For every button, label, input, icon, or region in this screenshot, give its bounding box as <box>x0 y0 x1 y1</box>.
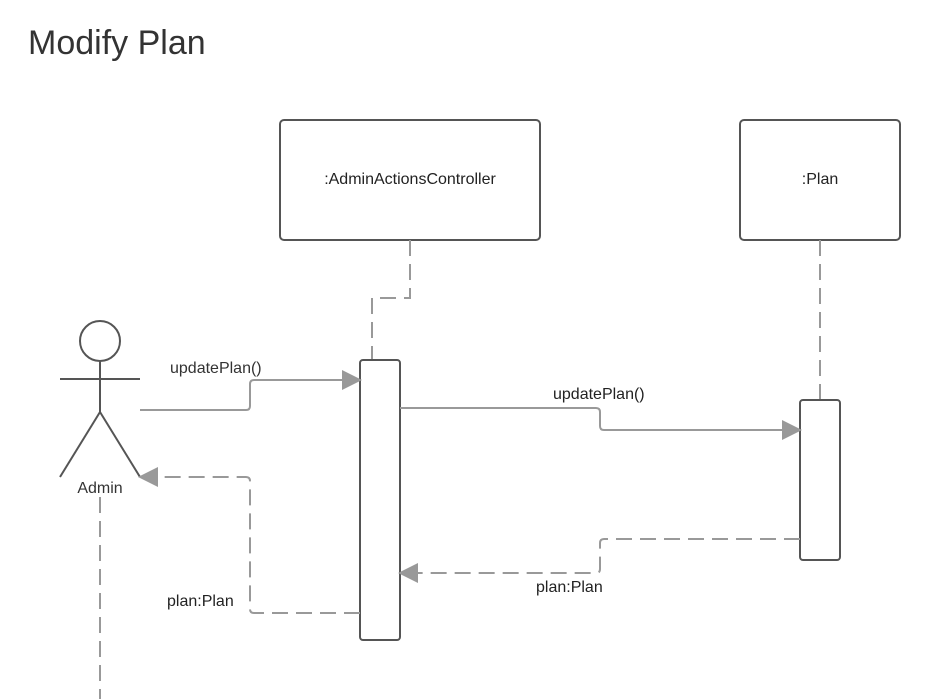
return-plan-to-controller-label: plan:Plan <box>536 579 603 596</box>
actor-left-leg <box>59 411 101 478</box>
plan-activation-bar[interactable] <box>799 399 841 561</box>
message-controller-to-plan[interactable] <box>400 407 802 440</box>
actor-head <box>79 320 121 362</box>
page-title: Modify Plan <box>28 24 206 62</box>
admin-actor[interactable] <box>59 320 141 478</box>
plan-object[interactable]: :Plan <box>739 119 901 241</box>
message-admin-to-controller[interactable] <box>140 370 362 411</box>
return-controller-to-admin-label: plan:Plan <box>167 593 234 610</box>
controller-lifeline <box>371 240 411 360</box>
return-plan-to-controller[interactable] <box>398 538 800 583</box>
actor-name: Admin <box>77 480 122 497</box>
controller-object[interactable]: :AdminActionsController <box>279 119 541 241</box>
plan-object-label: :Plan <box>802 171 838 188</box>
message-admin-to-controller-label: updatePlan() <box>170 360 262 377</box>
controller-activation-bar[interactable] <box>359 359 401 641</box>
message-controller-to-plan-label: updatePlan() <box>553 386 645 403</box>
actor-right-leg <box>99 411 141 478</box>
controller-object-label: :AdminActionsController <box>324 171 496 188</box>
return-controller-to-admin[interactable] <box>138 467 360 614</box>
